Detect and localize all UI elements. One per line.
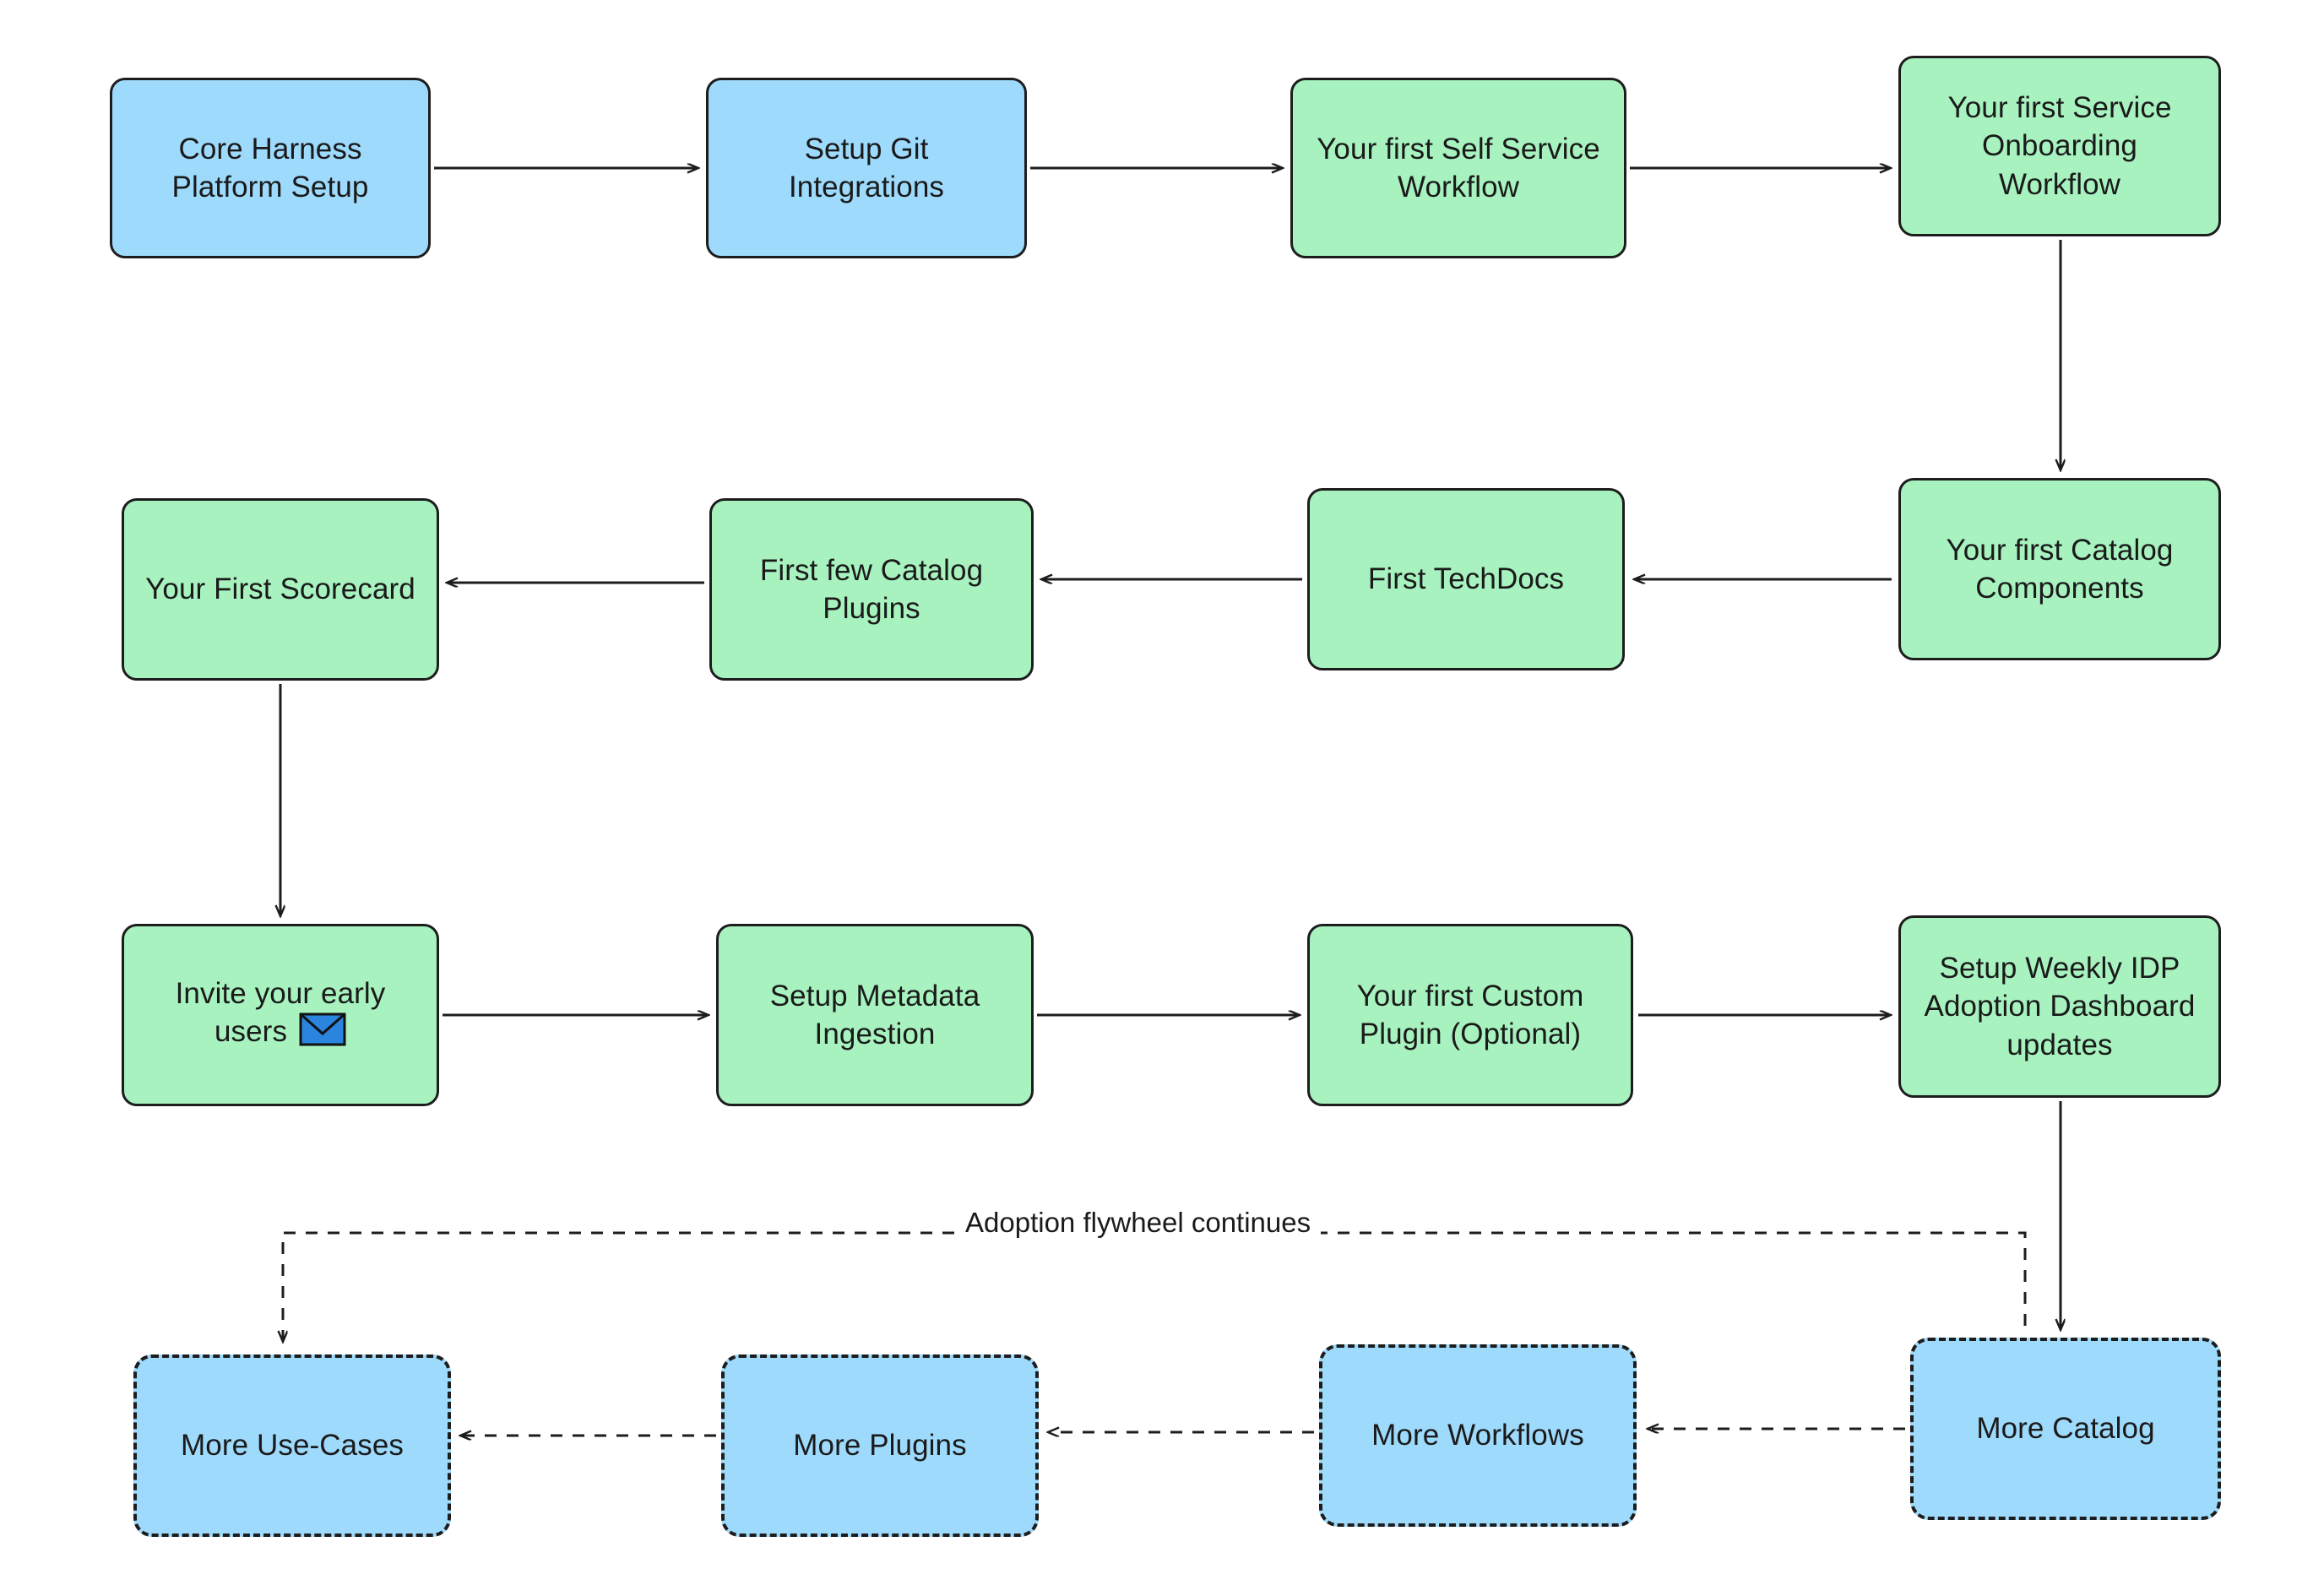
node-label: Your first Custom Plugin (Optional) [1356,979,1584,1051]
node-label: Your first Service Onboarding Workflow [1947,90,2172,201]
node-label: Your first Self Service Workflow [1317,132,1600,204]
node-your-first-service-onboarding-workflow[interactable]: Your first Service Onboarding Workflow [1898,56,2221,236]
edge-flywheel-loop [283,1231,2027,1341]
node-label: Invite your early users [136,974,425,1056]
node-more-workflows[interactable]: More Workflows [1319,1344,1637,1527]
node-core-harness-platform-setup[interactable]: Core Harness Platform Setup [110,78,431,258]
node-more-catalog[interactable]: More Catalog [1910,1338,2221,1520]
node-label: More Plugins [793,1429,967,1463]
edge-label-adoption-flywheel: Adoption flywheel continues [955,1207,1322,1239]
node-label: More Catalog [1976,1412,2155,1446]
node-first-techdocs[interactable]: First TechDocs [1307,488,1625,670]
node-your-first-catalog-components[interactable]: Your first Catalog Components [1898,478,2221,660]
node-label: Your first Catalog Components [1946,533,2174,605]
node-setup-weekly-idp-adoption-dashboard-updates[interactable]: Setup Weekly IDP Adoption Dashboard upda… [1898,915,2221,1098]
node-label: Core Harness Platform Setup [171,132,369,204]
node-invite-your-early-users[interactable]: Invite your early users [122,924,439,1106]
envelope-icon [299,1012,346,1056]
node-your-first-scorecard[interactable]: Your First Scorecard [122,498,439,681]
node-label: Setup Weekly IDP Adoption Dashboard upda… [1924,951,2196,1061]
node-label: More Workflows [1371,1419,1584,1452]
node-your-first-custom-plugin[interactable]: Your first Custom Plugin (Optional) [1307,924,1633,1106]
node-label: More Use-Cases [181,1429,404,1463]
node-label: First TechDocs [1367,562,1565,596]
node-label: Setup Metadata Ingestion [769,979,980,1051]
node-setup-metadata-ingestion[interactable]: Setup Metadata Ingestion [716,924,1034,1106]
node-label: First few Catalog Plugins [759,553,984,626]
node-more-use-cases[interactable]: More Use-Cases [133,1354,451,1537]
node-setup-git-integrations[interactable]: Setup Git Integrations [706,78,1027,258]
node-more-plugins[interactable]: More Plugins [721,1354,1039,1537]
node-label: Your First Scorecard [145,573,415,606]
node-label: Setup Git Integrations [788,132,945,204]
node-your-first-self-service-workflow[interactable]: Your first Self Service Workflow [1290,78,1626,258]
node-first-few-catalog-plugins[interactable]: First few Catalog Plugins [709,498,1034,681]
